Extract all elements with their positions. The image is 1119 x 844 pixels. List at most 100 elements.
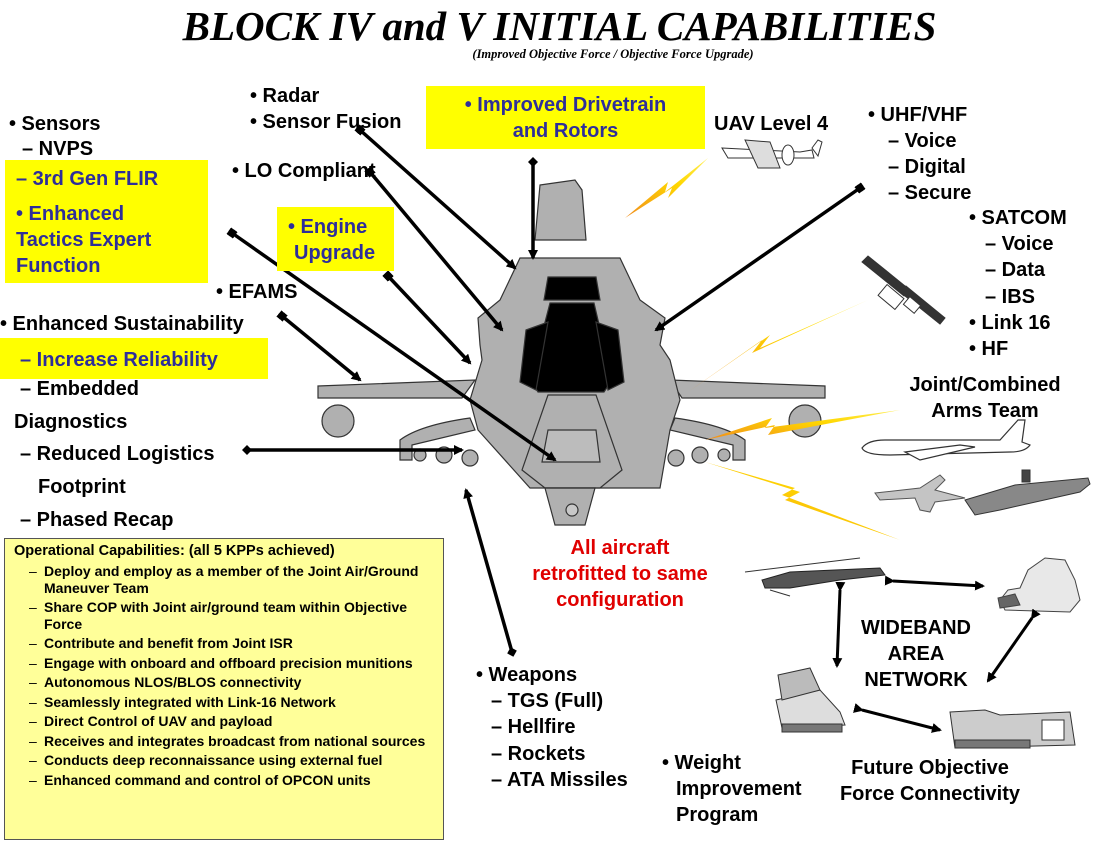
drivetrain-line1: • Improved Drivetrain (464, 94, 667, 116)
uhf-item-digital: – Digital (888, 156, 966, 178)
highlight-box-reliability (0, 338, 268, 379)
aircraft-front-view-icon (317, 179, 826, 526)
satellite-icon (861, 255, 946, 325)
ops-capability-item: Engage with onboard and offboard precisi… (29, 655, 439, 672)
network-links (832, 575, 1041, 733)
weapons-heading: • Weapons (476, 664, 578, 686)
ops-capability-item: Enhanced command and control of OPCON un… (29, 772, 439, 789)
uav-drone-icon (721, 139, 823, 169)
uav-level-label: UAV Level 4 (714, 113, 829, 135)
sustainability-logistics-1: – Reduced Logistics (20, 443, 215, 465)
weight-line1: • Weight (662, 752, 741, 774)
right-missile-1 (667, 449, 685, 467)
page-subtitle: (Improved Objective Force / Objective Fo… (472, 47, 754, 61)
link-artillery-command (853, 703, 942, 733)
network-center-line2: AREA (887, 643, 945, 665)
lightning-bolt-satcom (688, 300, 868, 392)
sensors-item-nvps: – NVPS (22, 138, 94, 160)
sustainability-embedded-1: – Embedded (20, 378, 139, 400)
sustainability-recap: – Phased Recap (20, 509, 174, 531)
retrofit-note-line2: retrofitted to same (532, 563, 708, 585)
ops-capability-item: Receives and integrates broadcast from n… (29, 733, 439, 750)
ops-capability-item: Deploy and employ as a member of the Joi… (29, 563, 439, 596)
tactics-expert-line3: Function (16, 255, 101, 277)
uhf-item-secure: – Secure (888, 182, 972, 204)
sustainability-embedded-2: Diagnostics (14, 411, 128, 433)
sustainability-reliability: – Increase Reliability (20, 349, 218, 371)
link16-label: • Link 16 (969, 312, 1051, 334)
ground-troops-icon (997, 557, 1081, 613)
weapons-item-ata: – ATA Missiles (491, 769, 628, 791)
ops-capabilities-heading: Operational Capabilities: (all 5 KPPs ac… (14, 543, 335, 559)
radar-label: • Radar (250, 85, 320, 107)
ops-capability-item: Direct Control of UAV and payload (29, 713, 439, 730)
artillery-vehicle-icon (775, 667, 846, 733)
uhf-vhf-heading: • UHF/VHF (868, 104, 968, 126)
satcom-item-voice: – Voice (985, 233, 1054, 255)
attack-helicopter-icon (744, 557, 886, 597)
uhf-item-voice: – Voice (888, 130, 957, 152)
highlight-box-sensors (5, 160, 208, 283)
ops-capabilities-list: Deploy and employ as a member of the Joi… (29, 563, 439, 791)
drivetrain-line2: and Rotors (512, 120, 619, 142)
lightning-bolt-uav (625, 158, 708, 218)
right-pylon (669, 417, 746, 461)
connector-efams (276, 310, 362, 382)
page-title: BLOCK IV and V INITIAL CAPABILITIES (182, 3, 937, 49)
highlight-box-engine (277, 207, 394, 271)
left-missile-3 (461, 449, 479, 467)
satcom-item-data: – Data (985, 259, 1046, 281)
lo-compliant-label: • LO Compliant (232, 160, 376, 182)
ops-capability-item: Share COP with Joint air/ground team wit… (29, 599, 439, 632)
joint-team-line2: Arms Team (931, 400, 1039, 422)
weapons-item-hellfire: – Hellfire (491, 716, 576, 738)
operational-capabilities-box: Operational Capabilities: (all 5 KPPs ac… (4, 538, 444, 840)
right-wheel (788, 404, 822, 438)
efams-label: • EFAMS (216, 281, 298, 303)
lightning-bolts (625, 158, 900, 540)
tactics-expert-line1: • Enhanced (16, 203, 125, 225)
sensors-item-flir: – 3rd Gen FLIR (16, 168, 159, 190)
weapons-item-rockets: – Rockets (491, 743, 586, 765)
transport-aircraft-icon (861, 419, 1031, 461)
satcom-item-ibs: – IBS (985, 286, 1036, 308)
callout-connectors (226, 124, 866, 657)
hf-label: • HF (969, 338, 1009, 360)
ops-capability-item: Autonomous NLOS/BLOS connectivity (29, 674, 439, 691)
fighter-jet-icon (874, 474, 966, 513)
sensor-fusion-label: • Sensor Fusion (250, 111, 402, 133)
tactics-expert-line2: Tactics Expert (16, 229, 152, 251)
sensors-heading: • Sensors (9, 113, 101, 135)
aircraft-carrier-icon (964, 469, 1091, 516)
link-helicopter-troops (884, 575, 985, 591)
weight-line2: Improvement (676, 778, 802, 800)
right-missile-3 (717, 448, 731, 462)
ops-capability-item: Contribute and benefit from Joint ISR (29, 635, 439, 652)
retrofit-note-line1: All aircraft (570, 537, 670, 559)
engine-upgrade-line2: Upgrade (294, 242, 376, 264)
link-troops-command (986, 608, 1041, 683)
network-center-line1: WIDEBAND (861, 617, 971, 639)
network-caption-line1: Future Objective (851, 757, 1009, 779)
engine-upgrade-line1: • Engine (288, 216, 368, 238)
connector-comms (654, 182, 866, 332)
sustainability-heading: • Enhanced Sustainability (0, 313, 244, 335)
right-wing (668, 379, 826, 399)
ops-capability-item: Seamlessly integrated with Link-16 Netwo… (29, 694, 439, 711)
link-helicopter-artillery (832, 581, 846, 668)
lightning-bolt-joint-ground (705, 462, 900, 540)
network-caption-line2: Force Connectivity (839, 783, 1021, 805)
network-center-line3: NETWORK (864, 669, 968, 691)
ops-capability-item: Conducts deep reconnaissance using exter… (29, 752, 439, 769)
sensor-port (565, 503, 579, 517)
command-vehicle-icon (949, 709, 1076, 749)
retrofit-note-line3: configuration (556, 589, 684, 611)
left-wheel (321, 404, 355, 438)
right-missile-2 (691, 446, 709, 464)
satcom-heading: • SATCOM (969, 207, 1067, 229)
sustainability-logistics-2: Footprint (38, 476, 126, 498)
weight-line3: Program (676, 804, 759, 826)
lightning-bolt-joint-air (705, 410, 900, 440)
connector-weapons (463, 488, 517, 657)
